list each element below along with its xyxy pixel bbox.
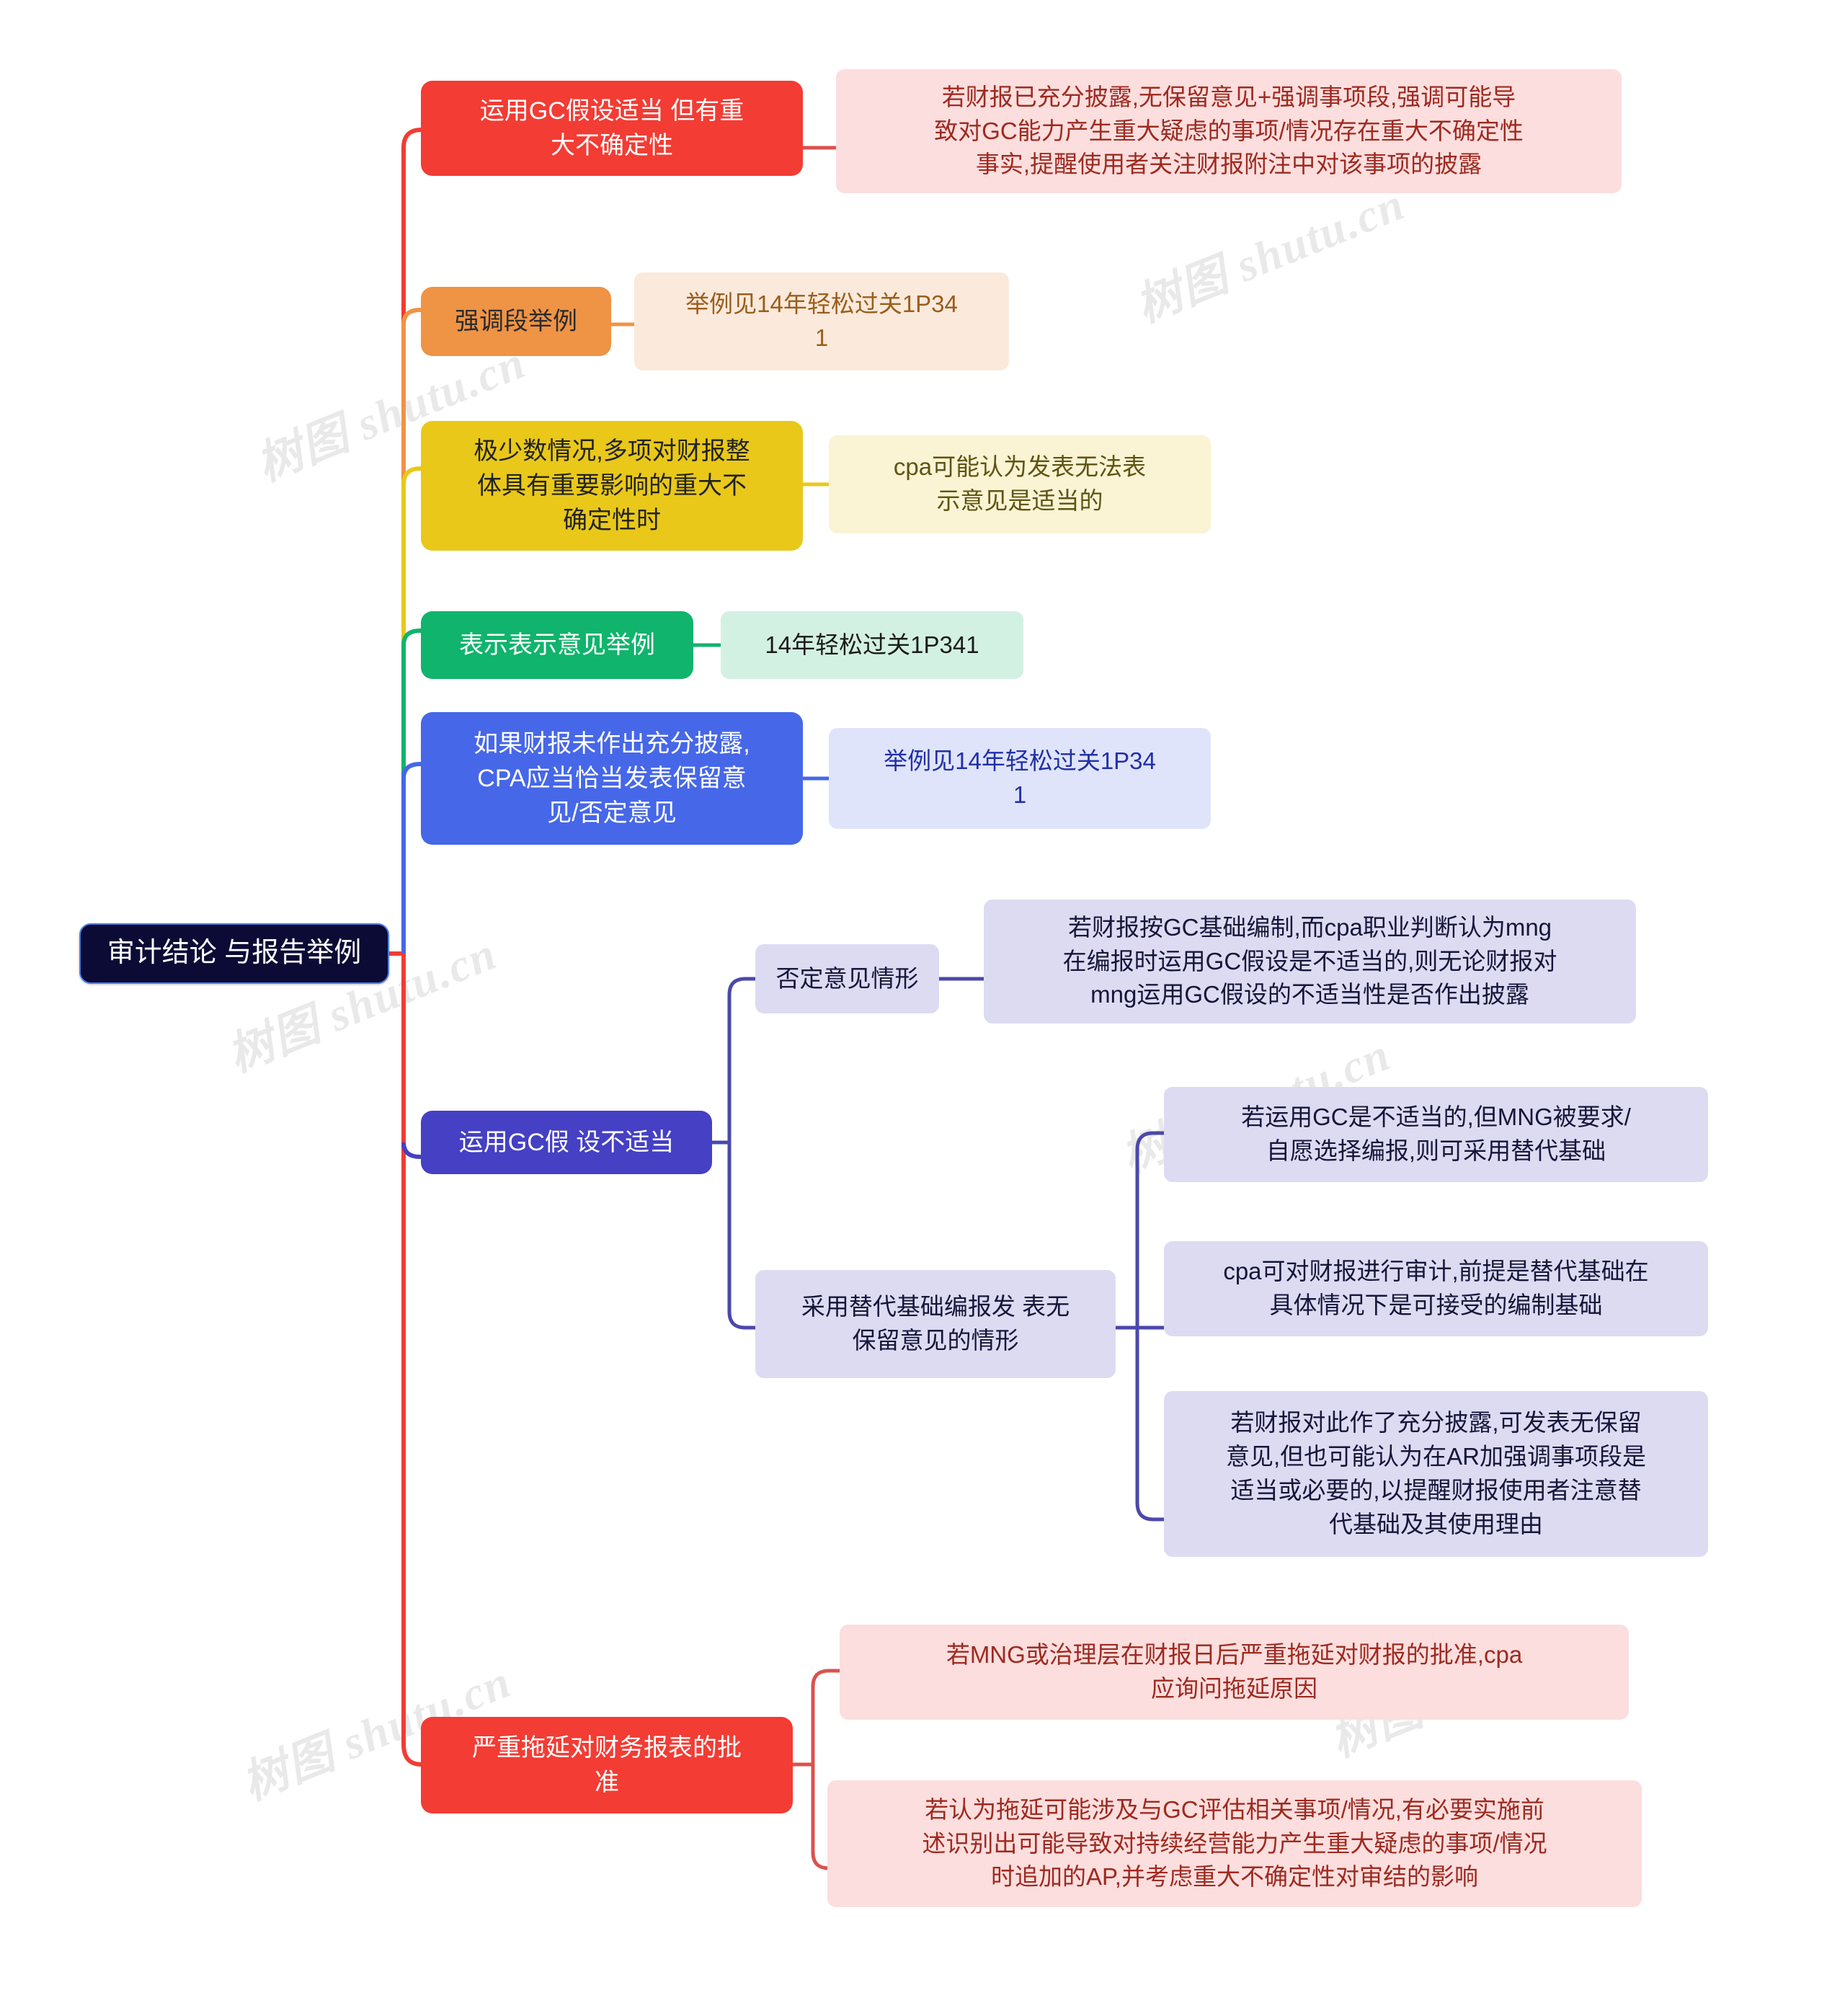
leaf-gc-disclosure-emphasis[interactable]: 若财报已充分披露,无保留意见+强调事项段,强调可能导 致对GC能力产生重大疑虑的… xyxy=(836,69,1622,193)
branch-node-inadequate-disclosure[interactable]: 如果财报未作出充分披露, CPA应当恰当发表保留意 见/否定意见 xyxy=(421,712,803,845)
branch-node-opinion-example[interactable]: 表示表示意见举例 xyxy=(421,611,693,679)
leaf-alternative-basis-allowed[interactable]: 若运用GC是不适当的,但MNG被要求/ 自愿选择编报,则可采用替代基础 xyxy=(1164,1087,1708,1182)
leaf-alternative-basis-emphasis[interactable]: 若财报对此作了充分披露,可发表无保留 意见,但也可能认为在AR加强调事项段是 适… xyxy=(1164,1391,1708,1557)
leaf-inadequate-disclosure-example[interactable]: 举例见14年轻松过关1P34 1 xyxy=(829,728,1211,829)
subnode-adverse-opinion-case[interactable]: 否定意见情形 xyxy=(755,944,939,1013)
branch-node-rare-multiple-uncertainties[interactable]: 极少数情况,多项对财报整 体具有重要影响的重大不 确定性时 xyxy=(421,421,803,551)
root-node[interactable]: 审计结论 与报告举例 xyxy=(79,923,389,984)
leaf-adverse-opinion-detail[interactable]: 若财报按GC基础编制,而cpa职业判断认为mng 在编报时运用GC假设是不适当的… xyxy=(984,900,1636,1023)
leaf-delay-additional-procedures[interactable]: 若认为拖延可能涉及与GC评估相关事项/情况,有必要实施前 述识别出可能导致对持续… xyxy=(827,1780,1642,1907)
leaf-emphasis-example-ref[interactable]: 举例见14年轻松过关1P34 1 xyxy=(634,272,1009,370)
leaf-disclaimer-opinion-appropriate[interactable]: cpa可能认为发表无法表 示意见是适当的 xyxy=(829,435,1211,533)
leaf-opinion-example-ref[interactable]: 14年轻松过关1P341 xyxy=(721,611,1023,679)
branch-node-gc-assumption-inappropriate[interactable]: 运用GC假 设不适当 xyxy=(421,1111,712,1174)
branch-node-gc-assumption-appropriate[interactable]: 运用GC假设适当 但有重 大不确定性 xyxy=(421,81,803,176)
branch-node-delay-in-approval[interactable]: 严重拖延对财务报表的批 准 xyxy=(421,1717,793,1813)
leaf-alternative-basis-acceptable[interactable]: cpa可对财报进行审计,前提是替代基础在 具体情况下是可接受的编制基础 xyxy=(1164,1241,1708,1336)
branch-node-emphasis-paragraph-example[interactable]: 强调段举例 xyxy=(421,287,611,356)
subnode-alternative-basis-unqualified[interactable]: 采用替代基础编报发 表无 保留意见的情形 xyxy=(755,1270,1116,1378)
leaf-delay-inquire-reason[interactable]: 若MNG或治理层在财报日后严重拖延对财报的批准,cpa 应询问拖延原因 xyxy=(840,1625,1629,1720)
